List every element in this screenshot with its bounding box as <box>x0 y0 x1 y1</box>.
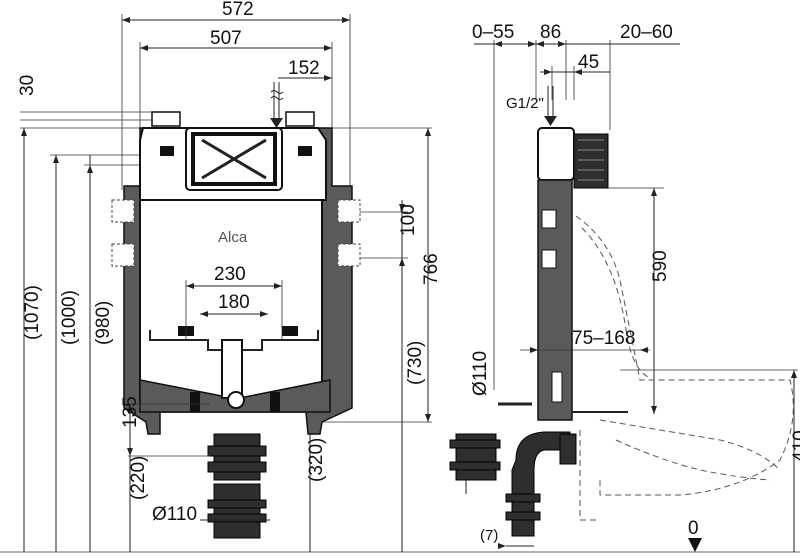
bracket-width-dimensions <box>185 280 283 340</box>
side-top-dimensions <box>474 40 680 390</box>
dim-height-1070: (1070) <box>22 285 43 340</box>
bottom-dimensions <box>127 403 210 552</box>
dim-height-980: (980) <box>93 301 114 345</box>
dim-width-230: 230 <box>214 264 246 285</box>
dim-depth-45: 45 <box>578 52 599 73</box>
side-inlet-arrow <box>544 86 557 126</box>
dim-height-730: (730) <box>405 341 426 385</box>
cistern-side <box>498 127 628 421</box>
dim-height-220: (220) <box>128 456 149 500</box>
dim-height-30: 30 <box>17 75 38 96</box>
side-right-dimensions <box>520 187 798 552</box>
dim-height-1000: (1000) <box>59 290 80 345</box>
dim-depth-86: 86 <box>540 22 561 43</box>
dim-offset-7: (7) <box>480 527 498 544</box>
wc-bowl-outline <box>575 215 794 521</box>
installation-frame <box>123 111 353 435</box>
dim-width-180: 180 <box>218 292 250 313</box>
dim-height-766: 766 <box>421 253 442 285</box>
dim-range-0-55: 0–55 <box>472 22 514 43</box>
dim-range-75-168: 75–168 <box>572 328 635 349</box>
drain-pipe <box>200 433 270 539</box>
dim-range-20-60: 20–60 <box>620 22 673 43</box>
wall-anchor-brackets <box>111 199 361 267</box>
dim-diameter-110: Ø110 <box>152 504 197 525</box>
dim-height-590: 590 <box>650 250 671 282</box>
dim-floor-zero: 0 <box>688 518 699 539</box>
floor-line <box>440 538 800 553</box>
brand-logo: Alca <box>218 229 248 246</box>
dim-thread-g12: G1/2" <box>506 95 544 112</box>
front-view: 572 507 152 30 (1070) (1000) (980) Alca … <box>0 0 442 553</box>
dim-height-135: 135 <box>120 396 141 428</box>
dim-offset-152: 152 <box>288 58 320 79</box>
dim-diameter-110-side: Ø110 <box>470 351 491 396</box>
side-view: 0–55 86 20–60 45 G1/2" 590 75–168 Ø110 4… <box>440 22 800 553</box>
dim-height-410: 410 <box>790 430 800 462</box>
dim-height-320: (320) <box>306 438 327 482</box>
dim-width-507: 507 <box>210 28 242 49</box>
water-inlet-arrow <box>270 82 284 128</box>
dim-width-572: 572 <box>222 0 254 20</box>
dim-height-100: 100 <box>398 204 419 236</box>
side-drain-pipe <box>449 431 577 537</box>
